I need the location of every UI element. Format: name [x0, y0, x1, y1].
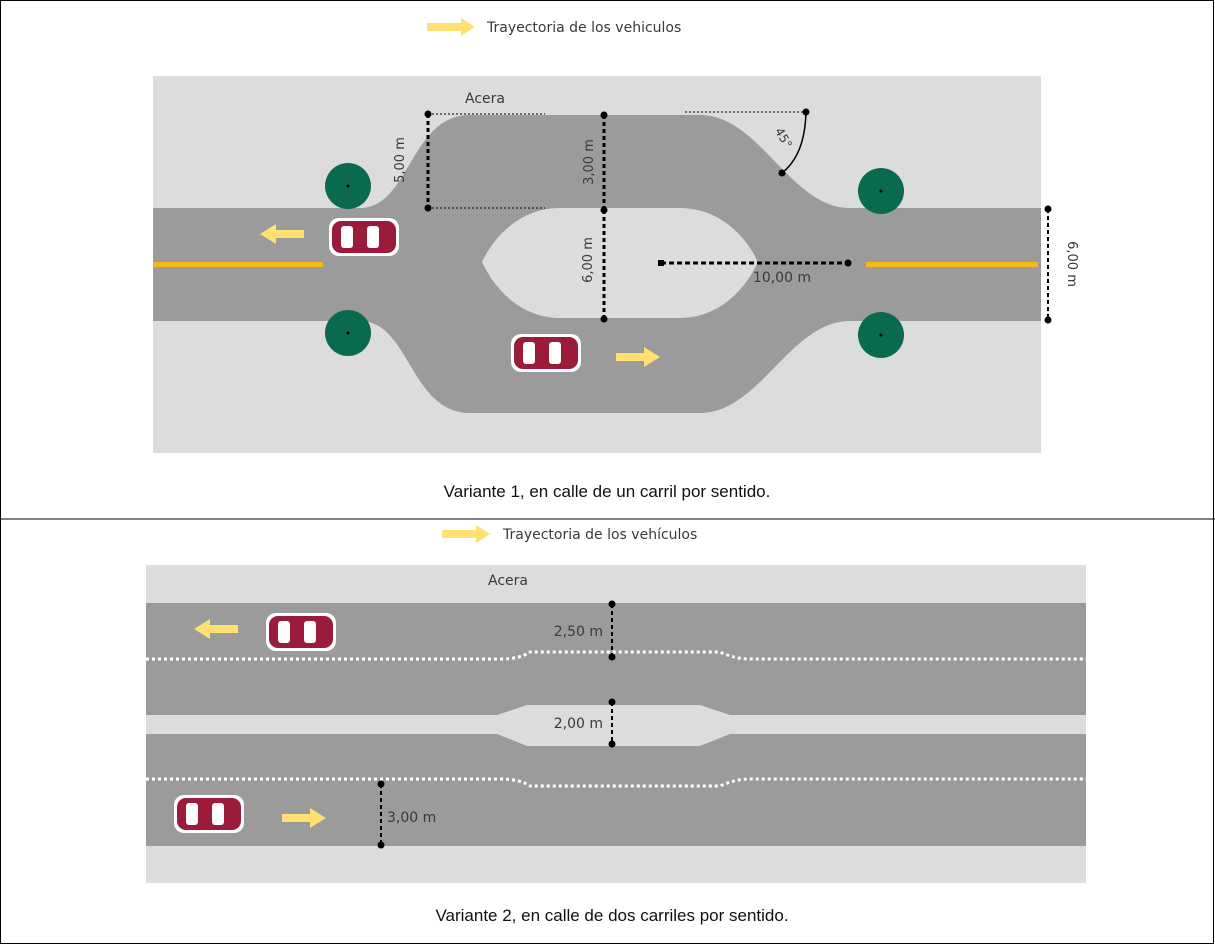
dimension-10m: 10,00 m — [658, 259, 852, 286]
sidewalk-label: Acera — [465, 91, 505, 107]
legend-label: Trayectoria de los vehiculos — [486, 20, 681, 36]
dimension-300: 3,00 m — [377, 780, 436, 849]
caption-variant-2: Variante 2, en calle de dos carriles por… — [435, 906, 788, 925]
legend-arrow-icon — [427, 18, 475, 36]
dimension-6m-island: 6,00 m — [581, 210, 608, 323]
dim-label-6m-road: 6,00 m — [1064, 241, 1079, 287]
sidewalk-label-2: Acera — [488, 573, 528, 589]
dim-label-3m: 3,00 m — [582, 139, 597, 185]
dim-label-300: 3,00 m — [387, 810, 436, 826]
dim-label-5m: 5,00 m — [393, 137, 408, 183]
dim-label-200: 2,00 m — [554, 716, 603, 732]
variant-1-panel: Trayectoria de los vehiculos Acera — [153, 18, 1079, 501]
legend-label-2: Trayectoria de los vehículos — [502, 527, 697, 543]
dimension-250: 2,50 m — [554, 600, 616, 661]
car-icon — [329, 218, 399, 256]
dim-label-10m: 10,00 m — [753, 270, 811, 286]
car-icon — [174, 795, 244, 833]
variant-2-panel: Trayectoria de los vehículos Acera 2,50 … — [146, 525, 1086, 925]
lane-divider-upper — [146, 650, 1086, 661]
lane-divider-lower — [146, 777, 1086, 788]
central-island — [482, 208, 758, 318]
road-lower — [146, 734, 1086, 846]
dimension-5m: 5,00 m — [393, 110, 545, 212]
legend-arrow-icon — [442, 525, 490, 543]
center-line-left — [153, 262, 323, 267]
dim-label-6m-island: 6,00 m — [581, 237, 596, 283]
center-line-right — [866, 262, 1038, 267]
dim-label-250: 2,50 m — [554, 624, 603, 640]
car-icon — [511, 334, 581, 372]
dimension-200: 2,00 m — [554, 698, 616, 748]
dimension-3m: 3,00 m — [582, 111, 608, 214]
median-island — [497, 705, 730, 746]
car-icon — [266, 613, 336, 651]
caption-variant-1: Variante 1, en calle de un carril por se… — [444, 482, 771, 501]
dimension-6m-road: 6,00 m — [1044, 205, 1079, 324]
